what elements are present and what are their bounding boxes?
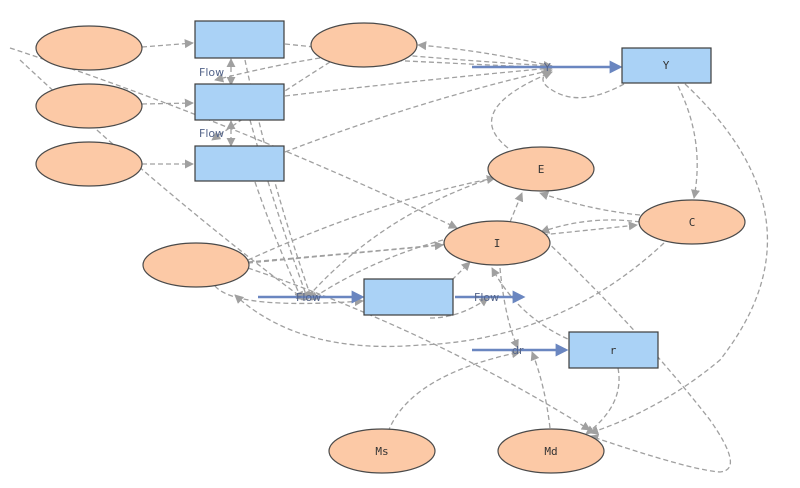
link-e-flow (304, 177, 493, 301)
link-s4-flow-out (429, 297, 489, 319)
link-a4-s2 (214, 57, 321, 83)
aux-a2[interactable] (35, 83, 143, 129)
aux-c[interactable]: C (638, 199, 746, 245)
auxiliary-variables: E I C Ms Md (35, 22, 746, 474)
link-a1-s1 (141, 39, 194, 49)
flow-label-s4-out: Flow (474, 291, 499, 304)
aux-i-label: I (494, 237, 501, 250)
aux-i[interactable]: I (443, 220, 551, 266)
link-i-e (509, 192, 524, 223)
link-a2-s2 (141, 98, 194, 108)
aux-a1[interactable] (35, 25, 143, 71)
link-c-i (540, 219, 641, 234)
link-s3-y (284, 67, 553, 153)
stock-s1[interactable] (194, 20, 285, 59)
information-links (9, 39, 769, 473)
link-a5-e (247, 175, 496, 261)
aux-a5[interactable] (142, 242, 250, 288)
stock-r[interactable]: r (568, 331, 659, 369)
aux-ms[interactable]: Ms (328, 428, 436, 474)
aux-a3[interactable] (35, 141, 143, 187)
link-c-e (539, 191, 641, 216)
link-left-s4 (19, 59, 306, 301)
aux-md[interactable]: Md (497, 428, 605, 474)
link-a5-c (247, 221, 638, 263)
link-r-md (585, 367, 620, 435)
flows (258, 60, 623, 357)
link-a5-md (247, 267, 591, 431)
stock-y-label: Y (663, 59, 670, 72)
aux-e-label: E (538, 163, 545, 176)
flow-label-top: Flow (199, 66, 224, 79)
link-c-flow (234, 242, 665, 348)
link-s3-flow (254, 181, 303, 301)
aux-e[interactable]: E (487, 146, 595, 192)
flow-labels: Flow Flow Y Flow Flow dr (199, 61, 551, 357)
link-left-i (9, 47, 458, 229)
aux-ms-label: Ms (375, 445, 388, 458)
flow-label-s4-in: Flow (296, 291, 321, 304)
stock-r-label: r (610, 344, 617, 357)
link-i-r-flow (499, 267, 519, 349)
flow-label-mid: Flow (199, 127, 224, 140)
link-e-y (490, 70, 553, 149)
flow-label-y: Y (543, 61, 551, 74)
aux-md-label: Md (544, 445, 557, 458)
link-md-flow (530, 351, 551, 429)
link-y-a4 (417, 41, 553, 67)
link-r-i (491, 267, 576, 343)
aux-a4[interactable] (310, 22, 418, 68)
link-y-e (540, 69, 625, 99)
stock-s3[interactable] (194, 145, 285, 182)
link-a5-s4 (214, 285, 364, 307)
aux-c-label: C (689, 216, 696, 229)
stock-y[interactable]: Y (621, 47, 712, 84)
link-i-flow (309, 239, 444, 301)
stock-s2[interactable] (194, 83, 285, 121)
link-s2-y (284, 64, 553, 97)
link-i-md (539, 234, 732, 473)
stock-s4[interactable] (363, 278, 454, 316)
link-s4-i (451, 261, 471, 281)
flow-label-r: dr (512, 344, 524, 357)
link-y-c (677, 85, 700, 199)
stocks: Y r (194, 20, 712, 369)
link-ms-flow (387, 349, 521, 433)
